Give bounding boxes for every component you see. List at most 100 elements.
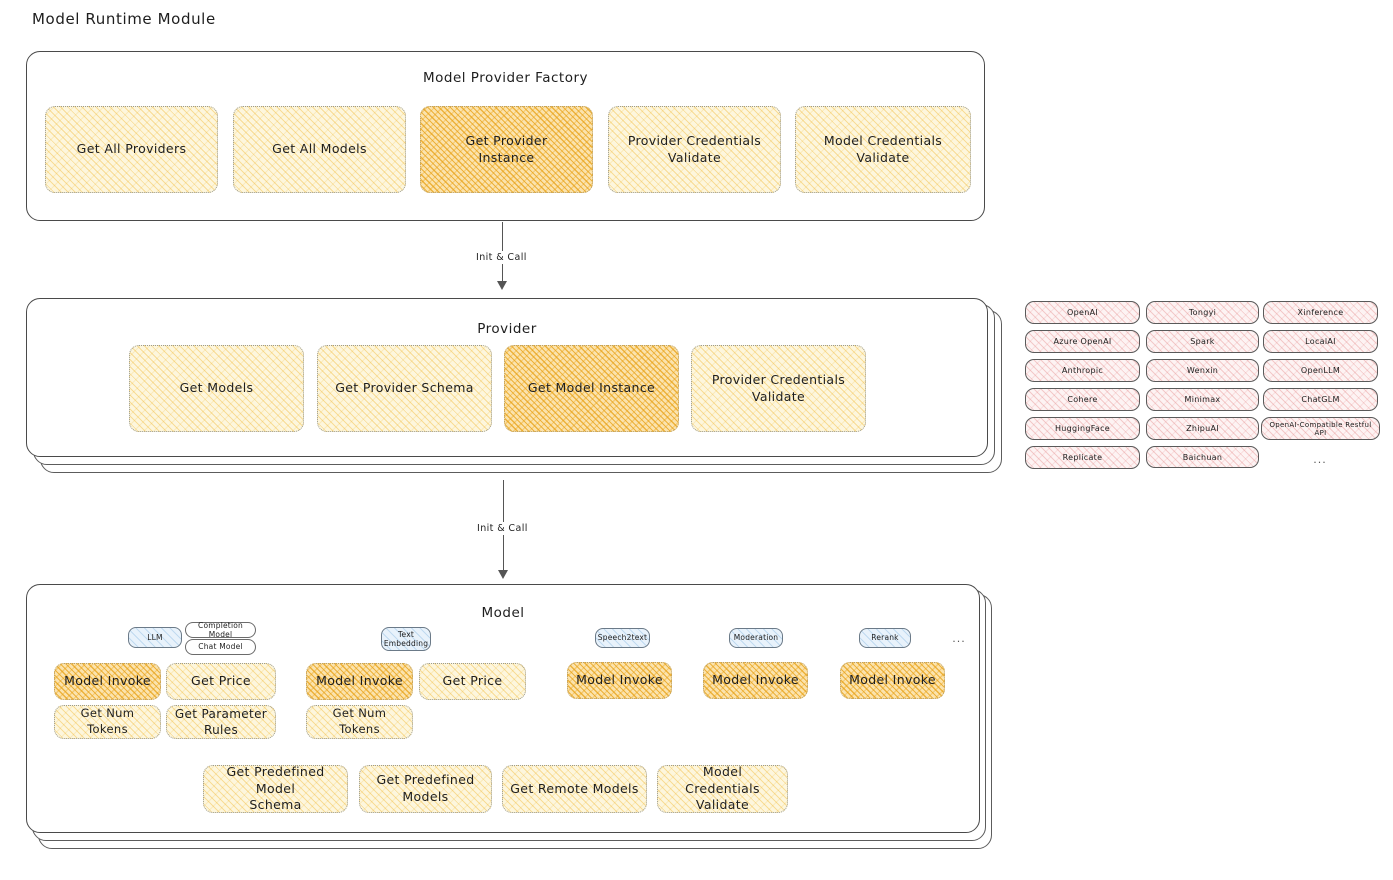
node-label: Model Credentials Validate [823,132,943,165]
node-label: Get Price [442,673,503,689]
provider-pill-minimax[interactable]: Minimax [1146,388,1259,411]
arrow-provider-to-model-head [498,570,508,579]
model-groups-more-ellipsis: ... [952,631,966,645]
node-label: Get All Models [272,141,367,157]
provider-list-more-ellipsis: ... [1313,452,1327,466]
provider-pill-label: OpenLLM [1300,366,1341,375]
provider-pill-azure-openai[interactable]: Azure OpenAI [1025,330,1140,353]
provider-pill-openai-compatible-restful-api[interactable]: OpenAI-Compatible Restful API [1261,417,1380,440]
factory-node-model-credentials-validate[interactable]: Model Credentials Validate [795,106,971,193]
model-badge-moderation[interactable]: Moderation [729,628,783,648]
provider-pill-xinference[interactable]: Xinference [1263,301,1378,324]
model-bottom-node-get-remote-models[interactable]: Get Remote Models [502,765,647,813]
provider-pill-huggingface[interactable]: HuggingFace [1025,417,1140,440]
node-label: Get Predefined Models [376,772,475,804]
badge-label: Moderation [733,633,779,643]
provider-node-provider-credentials-validate[interactable]: Provider Credentials Validate [691,345,866,432]
factory-node-get-all-models[interactable]: Get All Models [233,106,406,193]
model-speech2text-node-model-invoke[interactable]: Model Invoke [567,662,672,699]
provider-pill-baichuan[interactable]: Baichuan [1146,446,1259,468]
provider-pill-cohere[interactable]: Cohere [1025,388,1140,411]
provider-node-get-provider-schema[interactable]: Get Provider Schema [317,345,492,432]
provider-pill-label: Baichuan [1182,452,1223,462]
provider-pill-label: HuggingFace [1054,424,1110,433]
model-badge-llm[interactable]: LLM [128,627,182,648]
node-label: Get Predefined Model Schema [226,763,325,813]
model-llm-node-get-price[interactable]: Get Price [166,663,276,700]
model-llm-node-model-invoke[interactable]: Model Invoke [54,663,161,700]
node-label: Get Model Instance [527,380,656,396]
node-label: Model Invoke [64,673,151,689]
badge-label: Chat Model [198,642,243,652]
model-badge-text-embedding[interactable]: Text Embedding [381,627,431,651]
page-title: Model Runtime Module [32,10,216,28]
provider-pill-openai[interactable]: OpenAI [1025,301,1140,324]
provider-pill-label: LocalAI [1305,337,1336,346]
provider-pill-label: Cohere [1067,395,1098,404]
node-label: Get Parameter Rules [174,706,268,737]
factory-node-provider-credentials-validate[interactable]: Provider Credentials Validate [608,106,781,193]
model-text-embedding-node-get-num-tokens[interactable]: Get Num Tokens [306,705,413,739]
provider-pill-label: Anthropic [1061,366,1104,375]
provider-pill-localai[interactable]: LocalAI [1263,330,1378,353]
arrow-factory-to-provider-label: Init & Call [473,251,530,264]
provider-node-get-model-instance[interactable]: Get Model Instance [504,345,679,432]
provider-pill-label: OpenAI [1067,308,1098,317]
model-llm-node-get-parameter-rules[interactable]: Get Parameter Rules [166,705,276,739]
provider-pill-anthropic[interactable]: Anthropic [1025,359,1140,382]
provider-pill-label: Xinference [1297,308,1344,317]
model-badge-rerank[interactable]: Rerank [859,628,911,648]
node-label: Provider Credentials Validate [627,132,762,165]
model-llm-node-get-num-tokens[interactable]: Get Num Tokens [54,705,161,739]
model-bottom-node-model-credentials-validate[interactable]: Model Credentials Validate [657,763,788,813]
provider-pill-label: ZhipuAI [1186,424,1219,433]
node-label: Model Credentials Validate [685,763,760,813]
model-bottom-node-get-predefined-model-schema[interactable]: Get Predefined Model Schema [203,763,348,813]
factory-node-get-all-providers[interactable]: Get All Providers [45,106,218,193]
provider-pill-chatglm[interactable]: ChatGLM [1263,388,1378,411]
badge-label: Completion Model [198,620,243,639]
provider-pill-zhipuai[interactable]: ZhipuAI [1146,417,1259,440]
model-text-embedding-node-get-price[interactable]: Get Price [419,663,526,700]
node-label: Get Price [191,673,251,689]
node-label: Get Num Tokens [332,706,387,736]
node-label: Provider Credentials Validate [711,371,846,404]
provider-pill-label: ChatGLM [1301,395,1340,404]
provider-pill-label: Azure OpenAI [1053,337,1112,346]
provider-pill-spark[interactable]: Spark [1146,330,1259,353]
node-label: Model Invoke [849,672,936,688]
model-badge-speech2text[interactable]: Speech2text [595,628,650,648]
node-label: Get All Providers [76,141,187,157]
model-text-embedding-node-model-invoke[interactable]: Model Invoke [306,663,413,700]
model-rerank-node-model-invoke[interactable]: Model Invoke [840,662,945,699]
factory-node-get-provider-instance[interactable]: Get Provider Instance [420,106,593,193]
provider-pill-label: Replicate [1062,453,1103,462]
node-label: Get Provider Schema [335,380,474,396]
badge-label: Text Embedding [383,629,429,648]
model-moderation-node-model-invoke[interactable]: Model Invoke [703,662,808,699]
node-label: Get Models [179,380,254,396]
provider-pill-label: Tongyi [1188,308,1217,317]
provider-pill-label: Minimax [1184,395,1221,404]
provider-pill-wenxin[interactable]: Wenxin [1146,359,1259,382]
model-badge-completion-model[interactable]: Completion Model [185,620,256,639]
arrow-provider-to-model-label: Init & Call [474,522,531,535]
provider-node-get-models[interactable]: Get Models [129,345,304,432]
node-label: Get Remote Models [510,780,639,796]
badge-label: LLM [147,632,163,642]
model-badge-chat-model[interactable]: Chat Model [185,639,256,655]
arrow-factory-to-provider-head [497,281,507,290]
node-label: Model Invoke [316,673,403,689]
factory-title: Model Provider Factory [422,70,588,86]
node-label: Get Num Tokens [80,706,135,736]
node-label: Get Provider Instance [465,132,548,165]
model-bottom-node-get-predefined-models[interactable]: Get Predefined Models [359,765,492,813]
provider-pill-replicate[interactable]: Replicate [1025,446,1140,469]
provider-pill-label: OpenAI-Compatible Restful API [1269,420,1372,437]
badge-label: Speech2text [597,633,648,643]
node-label: Model Invoke [576,672,663,688]
provider-pill-openllm[interactable]: OpenLLM [1263,359,1378,382]
badge-label: Rerank [871,633,899,643]
provider-pill-tongyi[interactable]: Tongyi [1146,301,1259,324]
